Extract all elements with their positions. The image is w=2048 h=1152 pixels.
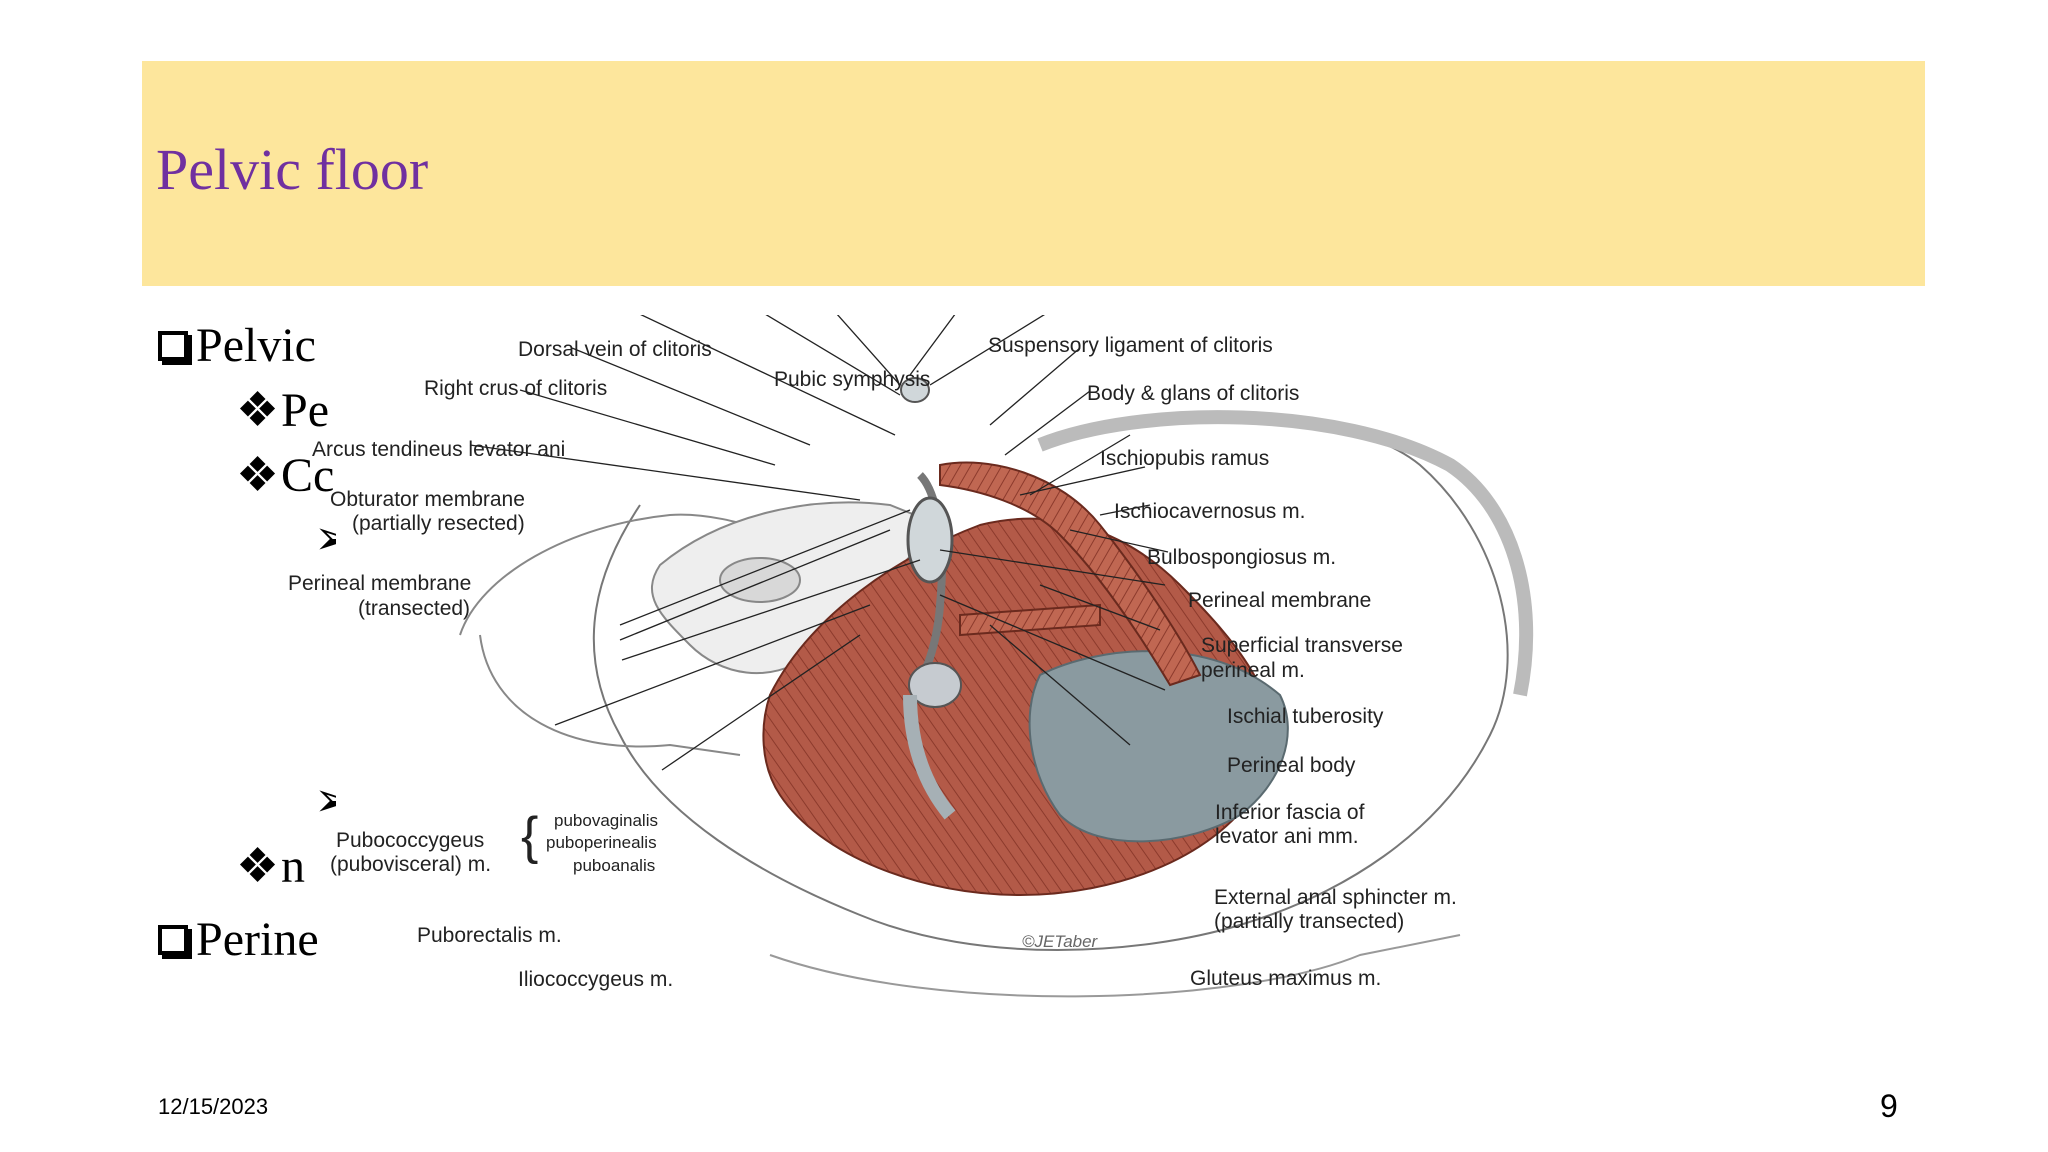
label-inferior-fascia-1: Inferior fascia of (1215, 801, 1365, 824)
bullet-list: Pelvic ❖ Pe ❖ Cc ➢ ➢ ❖ n Perine (156, 310, 336, 990)
label-perineal-membrane-right: Perineal membrane (1188, 589, 1372, 612)
label-superficial-transverse-2: perineal m. (1201, 659, 1305, 682)
slide-title: Pelvic floor (156, 137, 429, 202)
diamond-bullet-icon: ❖ (236, 840, 280, 893)
label-dorsal-vein: Dorsal vein of clitoris (518, 338, 712, 361)
label-puboanalis: puboanalis (573, 856, 656, 875)
label-arcus-tendineus: Arcus tendineus levator ani (312, 438, 566, 461)
pelvic-floor-illustration: Dorsal vein of clitoris Right crus of cl… (288, 315, 1860, 1015)
label-ischiocavernosus: Ischiocavernosus m. (1114, 500, 1306, 523)
slide-date: 12/15/2023 (158, 1094, 269, 1119)
label-right-crus: Right crus of clitoris (424, 377, 608, 400)
bullet-item: ❖ Pe (236, 383, 330, 438)
label-obturator-line1: Obturator membrane (330, 488, 525, 511)
bullet-item: Perine (158, 912, 319, 967)
label-obturator-line2: (partially resected) (352, 512, 525, 535)
bullet-item: Pelvic (158, 318, 316, 373)
bullet-item: ❖ Cc (236, 448, 335, 503)
bullet-item: ❖ n (236, 839, 306, 894)
label-external-anal-sphincter-1: External anal sphincter m. (1214, 886, 1457, 909)
label-perineal-body: Perineal body (1227, 754, 1356, 777)
label-body-glans: Body & glans of clitoris (1087, 382, 1300, 405)
bullet-item: ➢ (314, 772, 336, 828)
anatomy-drawing (459, 315, 1534, 998)
label-pubovaginalis: pubovaginalis (554, 811, 658, 830)
label-puboperinealis: puboperinealis (546, 833, 657, 852)
label-iliococcygeus: Iliococcygeus m. (518, 968, 674, 991)
label-ischial-tuberosity: Ischial tuberosity (1227, 705, 1384, 728)
diamond-bullet-icon: ❖ (236, 384, 280, 437)
label-perineal-membrane-left-2: (transected) (358, 597, 471, 620)
slide-page-number: 9 (1880, 1088, 1898, 1124)
label-bulbospongiosus: Bulbospongiosus m. (1147, 546, 1337, 569)
checkbox-bullet-icon (158, 330, 188, 361)
arrow-bullet-icon: ➢ (314, 774, 336, 827)
label-superficial-transverse-1: Superficial transverse (1201, 634, 1403, 657)
brace-icon: { (521, 807, 539, 865)
title-bar (142, 61, 1925, 286)
diamond-bullet-icon: ❖ (236, 449, 280, 502)
label-pubococcygeus-2: (pubovisceral) m. (330, 853, 492, 876)
checkbox-bullet-icon (158, 924, 188, 955)
label-gluteus-maximus: Gluteus maximus m. (1190, 967, 1382, 990)
label-puborectalis: Puborectalis m. (417, 924, 562, 947)
label-suspensory-ligament: Suspensory ligament of clitoris (988, 334, 1273, 357)
label-inferior-fascia-2: levator ani mm. (1215, 825, 1359, 848)
arrow-bullet-icon: ➢ (314, 512, 336, 565)
artist-signature: ©JETaber (1022, 932, 1098, 951)
label-ischiopubis-ramus: Ischiopubis ramus (1100, 447, 1270, 470)
bullet-item: ➢ (314, 510, 336, 566)
label-perineal-membrane-left-1: Perineal membrane (288, 572, 472, 595)
label-pubic-symphysis: Pubic symphysis (774, 368, 931, 391)
label-external-anal-sphincter-2: (partially transected) (1214, 910, 1405, 933)
label-pubococcygeus-1: Pubococcygeus (336, 829, 485, 852)
